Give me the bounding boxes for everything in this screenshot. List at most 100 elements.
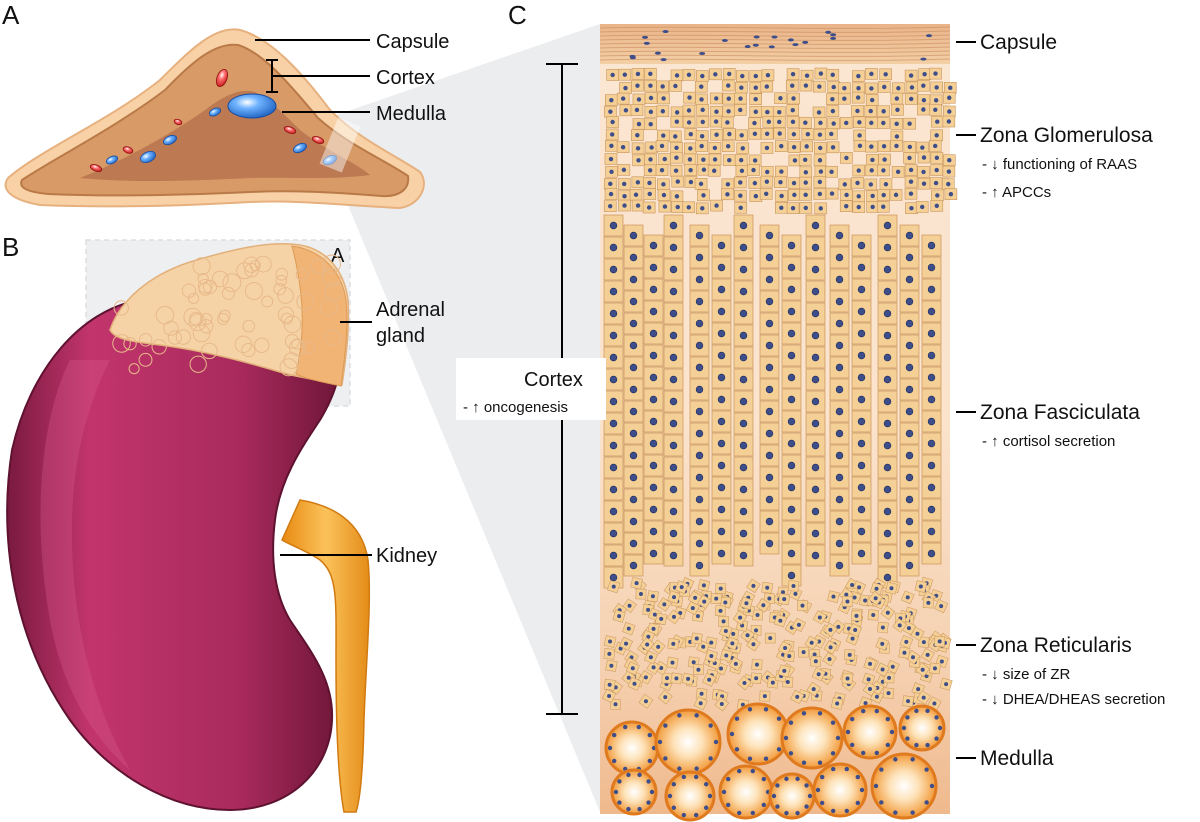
fasciculata-nucleus <box>717 307 726 316</box>
glomerulosa-nucleus <box>673 134 678 139</box>
reticularis-nucleus <box>932 701 937 706</box>
glomerulosa-nucleus <box>725 192 730 197</box>
medulla-nucleus <box>617 800 622 805</box>
reticularis-nucleus <box>886 691 891 696</box>
fasciculata-nucleus <box>787 351 796 360</box>
glomerulosa-nucleus <box>714 96 719 101</box>
fasciculata-nucleus <box>905 495 914 504</box>
fasciculata-nucleus <box>609 573 618 582</box>
adrenal-lobule <box>197 272 209 285</box>
reticularis-nucleus <box>721 619 726 624</box>
reticularis-nucleus <box>768 636 773 641</box>
glomerulosa-nucleus <box>609 132 615 137</box>
adrenal-lobule <box>217 312 230 325</box>
reticularis-nucleus <box>652 612 657 617</box>
reticularis-nucleus <box>782 597 787 602</box>
glomerulosa-nucleus <box>777 109 782 115</box>
fasciculata-nucleus <box>739 507 748 516</box>
fasciculata-nucleus <box>717 417 726 426</box>
adrenal-lobule <box>112 334 131 353</box>
glomerulosa-nucleus <box>844 192 849 198</box>
fasciculata-nucleus <box>695 407 704 416</box>
reticularis-nucleus <box>857 585 862 590</box>
medulla-nucleus <box>804 804 809 809</box>
glomerulosa-nucleus <box>790 71 796 77</box>
glomerulosa-nucleus <box>648 83 653 88</box>
fasciculata-nucleus <box>787 439 796 448</box>
glomerulosa-nucleus <box>779 205 784 210</box>
fasciculata-nucleus <box>883 221 892 230</box>
adrenal-lobule <box>254 337 270 354</box>
fasciculata-nucleus <box>787 373 796 382</box>
fasciculata-nucleus <box>739 419 748 428</box>
medulla-nucleus <box>850 716 855 722</box>
glomerulosa-nucleus <box>790 83 795 88</box>
adrenal-lobule <box>218 309 231 322</box>
reticularis-nucleus <box>932 666 937 671</box>
glomerulosa-nucleus <box>908 167 914 173</box>
medulla-nucleus <box>713 739 719 745</box>
fasciculata-nucleus <box>629 385 638 394</box>
glomerulosa-nucleus <box>920 145 925 150</box>
glomerulosa-nucleus <box>908 73 914 78</box>
fasciculata-nucleus <box>835 385 844 394</box>
fasciculata-nucleus <box>739 375 748 384</box>
fasciculata-nucleus <box>927 329 936 338</box>
reticularis-nucleus <box>921 640 926 645</box>
reticularis-nucleus <box>709 640 714 645</box>
artery <box>311 136 325 144</box>
adrenal-lobule <box>242 319 256 333</box>
glomerulosa-nucleus <box>907 121 912 126</box>
adrenal-lobule <box>291 338 303 350</box>
glomerulosa-nucleus <box>714 203 719 208</box>
fasciculata-nucleus <box>649 461 658 470</box>
glomerulosa-nucleus <box>752 131 758 136</box>
fasciculata-nucleus <box>717 549 726 558</box>
kidney-label: Kidney <box>376 545 437 567</box>
medulla-nucleus <box>776 747 782 752</box>
fasciculata-nucleus <box>629 539 638 548</box>
fasciculata-nucleus <box>629 429 638 438</box>
reticularis-nucleus <box>670 660 675 665</box>
medulla-nucleus <box>784 776 789 782</box>
glomerulosa-nucleus <box>921 97 927 103</box>
medulla-nucleus <box>788 751 794 756</box>
reticularis-nucleus <box>926 600 931 605</box>
fasciculata-nucleus <box>883 397 892 406</box>
reticularis-nucleus <box>723 628 728 633</box>
glomerulosa-nucleus <box>765 169 770 175</box>
adrenal-lobule <box>296 292 314 311</box>
fasciculata-nucleus <box>695 275 704 284</box>
adrenal-lobule <box>211 270 229 288</box>
reticularis-nucleus <box>889 586 894 591</box>
fasciculata-nucleus <box>787 461 796 470</box>
fasciculata-nucleus <box>717 527 726 536</box>
glomerulosa-nucleus <box>661 192 667 198</box>
adrenal-lobule <box>236 262 254 280</box>
reticularis-nucleus <box>885 610 890 615</box>
adrenal-gland <box>109 242 350 386</box>
reticularis-nucleus <box>754 628 759 633</box>
fasciculata-nucleus <box>787 417 796 426</box>
medulla-nucleus <box>804 783 809 788</box>
reticularis-nucleus <box>611 584 616 589</box>
glomerulosa-nucleus <box>817 191 823 197</box>
fasciculata-nucleus <box>765 297 774 306</box>
reticularis-nucleus <box>634 581 639 586</box>
cortex-note: - ↑ oncogenesis <box>463 399 568 416</box>
medulla-nucleus <box>647 758 652 764</box>
fasciculata-nucleus <box>629 231 638 240</box>
medulla-nucleus <box>817 711 823 716</box>
reticularis-nucleus <box>718 586 723 591</box>
medulla-rosette <box>726 702 790 766</box>
reticularis-nucleus <box>787 654 792 659</box>
glomerulosa-nucleus <box>817 84 822 89</box>
fasciculata-nucleus <box>905 231 914 240</box>
glomerulosa-nucleus <box>647 191 652 197</box>
reticularis-nucleus <box>733 661 738 666</box>
medulla-nucleus <box>646 779 651 784</box>
glomerulosa-nucleus <box>701 193 706 198</box>
medulla-nucleus <box>667 793 673 799</box>
reticularis-nucleus <box>845 599 850 604</box>
glomerulosa-nucleus <box>635 146 641 151</box>
